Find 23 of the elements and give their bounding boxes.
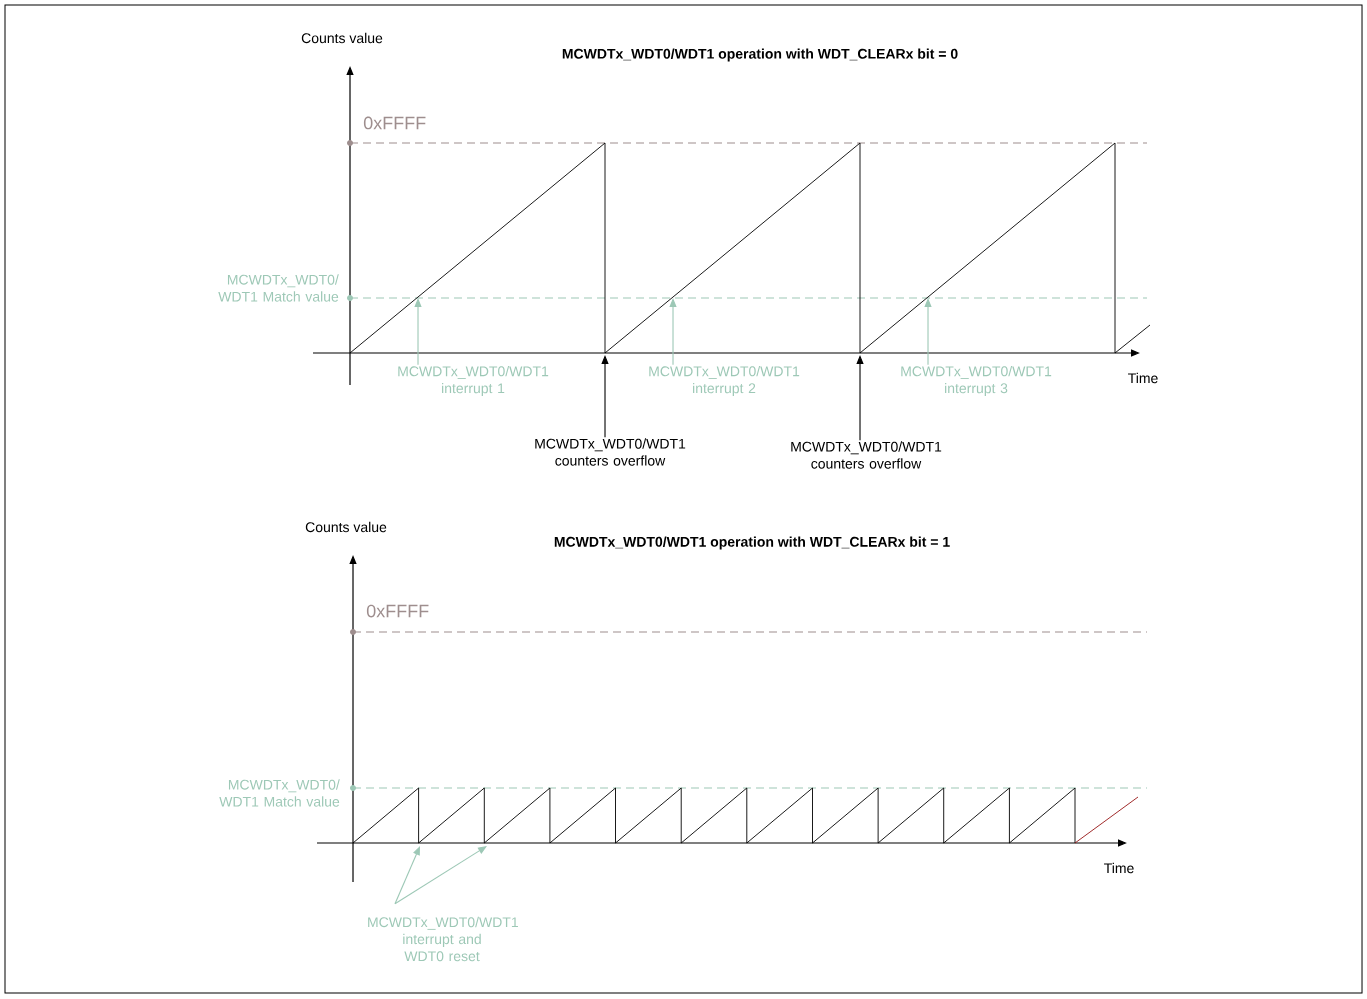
value-label: 0xFFFF xyxy=(366,604,429,618)
leader-arrow xyxy=(669,298,677,366)
axis-label: Time xyxy=(1128,372,1158,384)
axis-label: Counts value xyxy=(301,32,383,44)
axis-label: Counts value xyxy=(305,521,387,533)
axis-label: Time xyxy=(1104,862,1134,874)
callout-text: MCWDTx_WDT0/WDT1 counters overflow xyxy=(535,438,686,466)
leader-arrow xyxy=(394,846,487,905)
leader-arrow xyxy=(924,298,932,366)
chart-title: MCWDTx_WDT0/WDT1 operation with WDT_CLEARx bit = 1 xyxy=(554,536,950,550)
callout-text: MCWDTx_WDT0/WDT1 interrupt 1 xyxy=(398,366,549,397)
leader-arrow xyxy=(394,846,420,905)
callout-text: MCWDTx_WDT0/WDT1 interrupt 3 xyxy=(901,366,1052,397)
leader-arrow xyxy=(856,355,864,441)
callout-text: MCWDTx_WDT0/WDT1 counters overflow xyxy=(791,441,942,469)
leader-arrow xyxy=(601,355,609,438)
callout-text: MCWDTx_WDT0/WDT1 interrupt 2 xyxy=(649,366,800,397)
chart-title: MCWDTx_WDT0/WDT1 operation with WDT_CLEARx bit = 0 xyxy=(562,48,958,62)
value-label: MCWDTx_WDT0/ WDT1 Match value xyxy=(219,779,340,807)
value-label: 0xFFFF xyxy=(363,116,426,130)
value-label: MCWDTx_WDT0/ WDT1 Match value xyxy=(218,274,339,302)
leader-arrow xyxy=(414,298,422,366)
callout-text: MCWDTx_WDT0/WDT1 interrupt and WDT0 reset xyxy=(368,916,518,962)
